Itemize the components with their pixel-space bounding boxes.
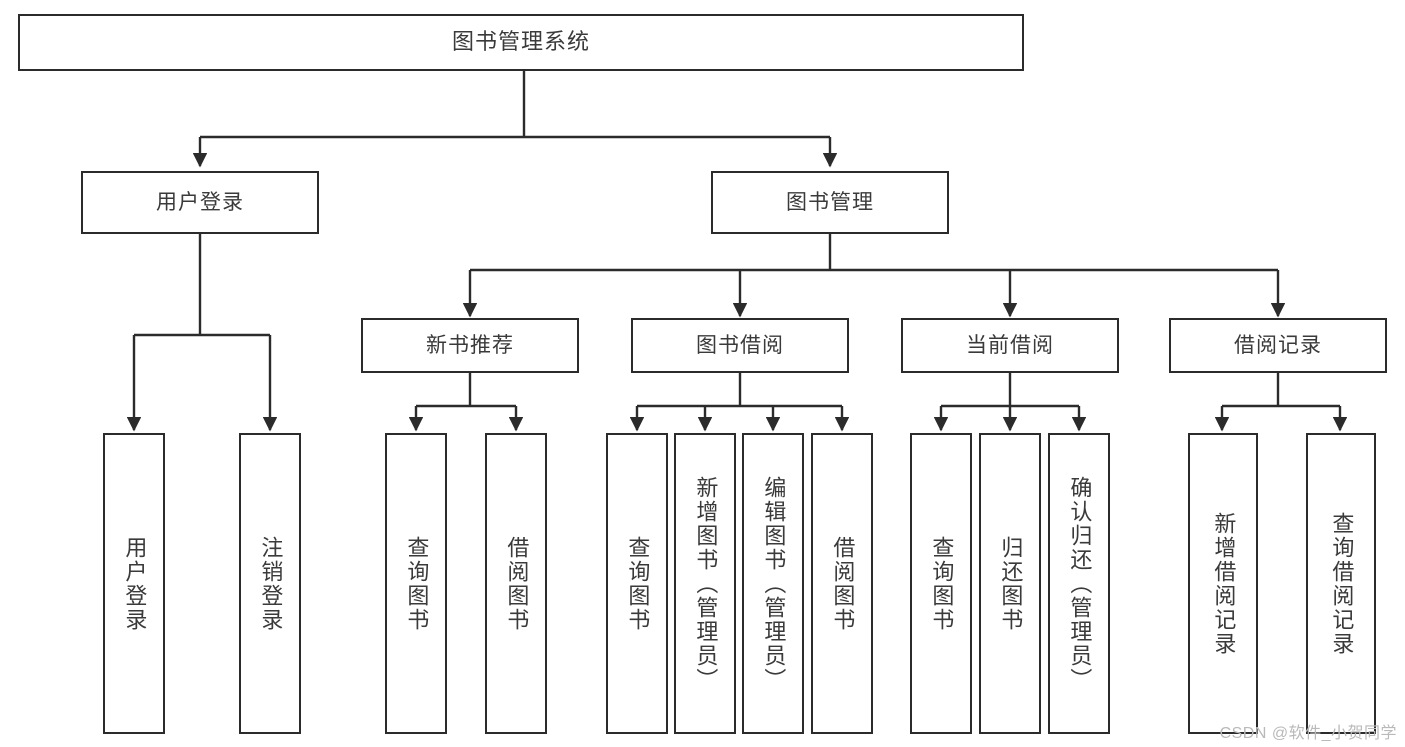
- node-label: 图书管理: [786, 190, 874, 214]
- node-leaf-edit-book[interactable]: 编辑图书（管理员）: [742, 433, 804, 734]
- node-leaf-add-book[interactable]: 新增图书（管理员）: [674, 433, 736, 734]
- node-label: 新增图书（管理员）: [693, 475, 719, 692]
- node-leaf-user-login[interactable]: 用户登录: [103, 433, 165, 734]
- node-leaf-confirm-return[interactable]: 确认归还（管理员）: [1048, 433, 1110, 734]
- node-leaf-query-borrow-record[interactable]: 查询借阅记录: [1306, 433, 1376, 734]
- node-current-borrow[interactable]: 当前借阅: [901, 318, 1119, 373]
- node-label: 查询图书: [625, 535, 651, 632]
- node-new-book-recommend[interactable]: 新书推荐: [361, 318, 579, 373]
- node-label: 借阅记录: [1234, 333, 1322, 357]
- node-leaf-borrow-book-1[interactable]: 借阅图书: [485, 433, 547, 734]
- node-label: 新增借阅记录: [1211, 511, 1237, 656]
- node-book-management[interactable]: 图书管理: [711, 171, 949, 234]
- node-label: 当前借阅: [966, 333, 1054, 357]
- node-label: 图书管理系统: [451, 29, 590, 55]
- node-leaf-add-borrow-record[interactable]: 新增借阅记录: [1188, 433, 1258, 734]
- node-label: 归还图书: [998, 535, 1024, 632]
- node-label: 查询借阅记录: [1329, 511, 1355, 656]
- node-label: 用户登录: [156, 190, 244, 214]
- node-leaf-query-book-3[interactable]: 查询图书: [910, 433, 972, 734]
- node-root-book-management-system[interactable]: 图书管理系统: [18, 14, 1024, 71]
- node-borrow-record[interactable]: 借阅记录: [1169, 318, 1387, 373]
- node-leaf-return-book[interactable]: 归还图书: [979, 433, 1041, 734]
- node-label: 用户登录: [122, 535, 148, 632]
- node-book-borrow[interactable]: 图书借阅: [631, 318, 849, 373]
- node-label: 查询图书: [929, 535, 955, 632]
- node-label: 新书推荐: [426, 333, 514, 357]
- node-leaf-logout[interactable]: 注销登录: [239, 433, 301, 734]
- node-label: 图书借阅: [696, 333, 784, 357]
- node-label: 借阅图书: [830, 535, 856, 632]
- node-label: 查询图书: [404, 535, 430, 632]
- csdn-watermark: CSDN @软件_小贺同学: [1219, 725, 1397, 742]
- node-leaf-query-book-2[interactable]: 查询图书: [606, 433, 668, 734]
- node-label: 借阅图书: [504, 535, 530, 632]
- node-user-login[interactable]: 用户登录: [81, 171, 319, 234]
- node-label: 确认归还（管理员）: [1067, 475, 1093, 692]
- node-label: 编辑图书（管理员）: [761, 475, 787, 692]
- node-label: 注销登录: [258, 535, 284, 632]
- node-leaf-query-book-1[interactable]: 查询图书: [385, 433, 447, 734]
- node-leaf-borrow-book-2[interactable]: 借阅图书: [811, 433, 873, 734]
